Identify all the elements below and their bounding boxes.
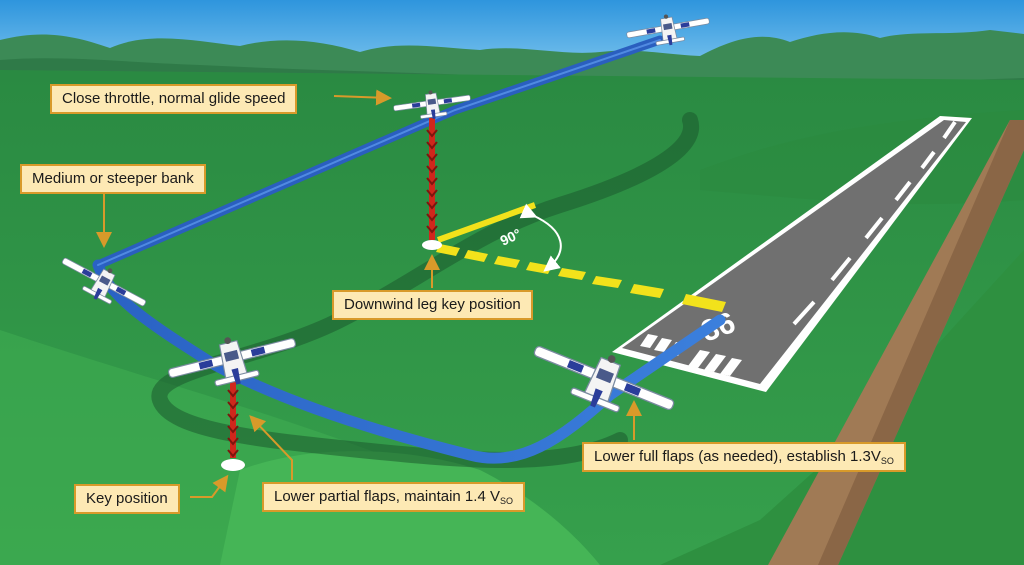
callout-key-position: Key position bbox=[74, 484, 180, 514]
runway-centerline bbox=[792, 120, 957, 326]
callout-partial-flaps: Lower partial flaps, maintain 1.4 VSO bbox=[262, 482, 525, 512]
runway: 36 bbox=[612, 116, 972, 392]
callout-full-flaps: Lower full flaps (as needed), establish … bbox=[582, 442, 906, 472]
descent-chevrons-icon bbox=[422, 118, 442, 250]
angle-arc-icon bbox=[519, 203, 562, 272]
callout-close-throttle: Close throttle, normal glide speed bbox=[50, 84, 298, 114]
position-marker-icon bbox=[221, 459, 245, 471]
right-field bbox=[660, 250, 1024, 565]
flight-path bbox=[92, 35, 726, 464]
callout-downwind-key: Downwind leg key position bbox=[332, 290, 533, 320]
position-marker-icon bbox=[422, 240, 442, 250]
descent-chevrons-icon bbox=[221, 380, 245, 471]
callout-medium-bank: Medium or steeper bank bbox=[20, 164, 206, 194]
callout-leaders bbox=[96, 89, 642, 498]
